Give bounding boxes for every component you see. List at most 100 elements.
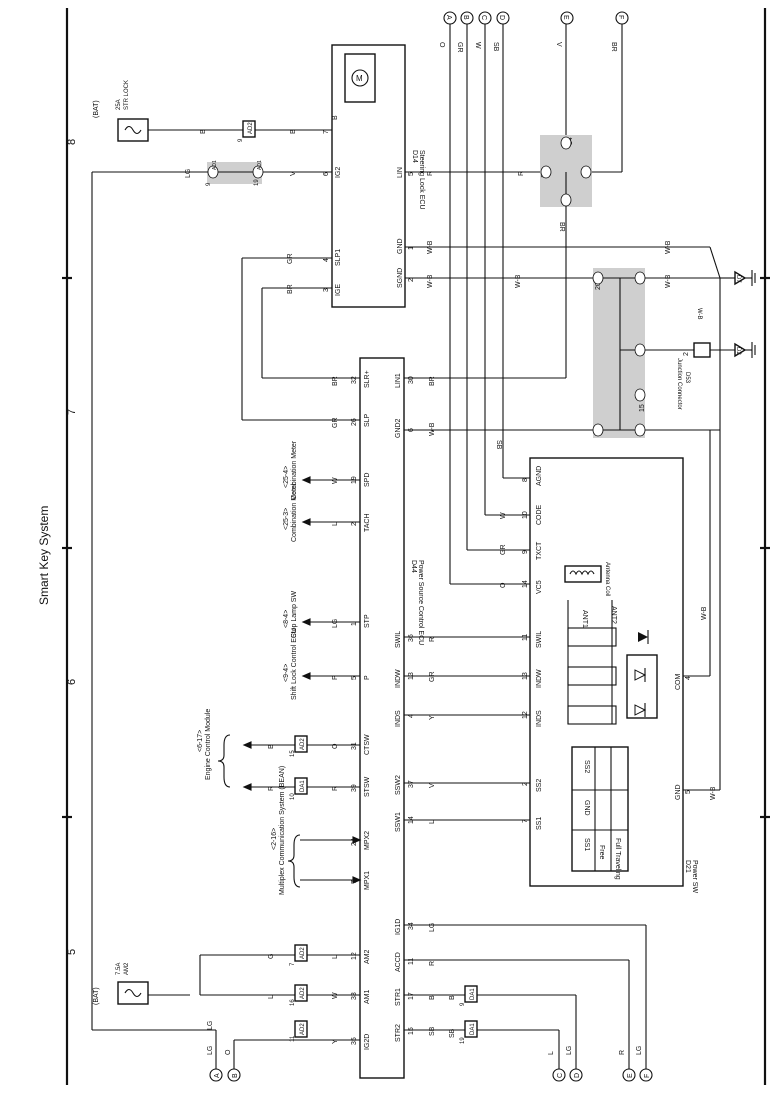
ic-ad2-e: AD2 xyxy=(300,1023,306,1035)
sw-pin-ss2-num: 2 xyxy=(522,782,529,786)
wire-br-out: BR xyxy=(558,222,565,232)
sw-label-gnd: GND xyxy=(583,800,590,816)
pe-pin-spd-num: 19 xyxy=(351,476,358,484)
dest-shift-lock: Shift Lock Control ECU xyxy=(291,628,298,700)
sw-pin-indw: INDW xyxy=(536,669,543,688)
pe-pin-stp-num: 1 xyxy=(351,622,358,626)
steer-pin-ige-num: 3 xyxy=(323,288,330,292)
sw-wire-wb: W-B xyxy=(701,606,708,620)
pe-wire-agnd: SB xyxy=(495,440,502,450)
pe-pin-str1: STR1 xyxy=(395,988,402,1006)
power-ecu-right-wiring xyxy=(404,430,721,1069)
pe-pin-am2: AM2 xyxy=(364,950,371,965)
pe-pin-ig1d: IG1D xyxy=(395,919,402,935)
fuse-am2-element xyxy=(124,988,142,998)
steer-pin-slp1-name: SLP1 xyxy=(335,249,342,266)
junction-pads xyxy=(207,136,646,437)
steer-pin-gnd-name: GND xyxy=(397,238,404,254)
bottom-connector-c: C xyxy=(557,1073,564,1078)
ic-ad2-e-pin: 11 xyxy=(290,1035,296,1042)
power-ecu-right-wires: BR W-B R GR Y V L LG R B SB O GR W SB xyxy=(429,376,507,1036)
sw-pin-com-num: 4 xyxy=(685,676,692,680)
fuse-str-lock-element xyxy=(124,125,142,135)
fuse-str-lock-name: STR LOCK xyxy=(124,80,130,110)
pe-pin-tach-num: 2 xyxy=(351,522,358,526)
pe-pin-gnd2-num: 6 xyxy=(408,428,415,432)
column-marker-6: 6 xyxy=(66,679,78,685)
sw-pin-gnd-num: 5 xyxy=(685,790,692,794)
sw-pin-code: CODE xyxy=(536,504,543,525)
sw-ant1: ANT1 xyxy=(581,610,588,628)
sw-pin-ss1-num: 7 xyxy=(522,819,529,823)
top-wire-d: SB xyxy=(492,42,499,52)
top-wire-f: BR xyxy=(610,42,617,52)
pe-pin-am1: AM1 xyxy=(364,990,371,1005)
column-marker-5: 5 xyxy=(66,949,78,955)
pe-pin-mpx1-num: 7 xyxy=(351,880,358,884)
ground-label-d2: D2 xyxy=(735,347,741,355)
pe-pin-ssw2-num: 37 xyxy=(408,780,415,788)
pe-pin-p: P xyxy=(364,675,371,680)
jpin-7: 15 xyxy=(639,404,646,412)
sw-pin-swil-num: 11 xyxy=(522,634,529,641)
sw-pin-swil: SWIL xyxy=(536,631,543,648)
pe-pin-inds-num: 4 xyxy=(408,714,415,718)
steer-pin-ige-name: IGE xyxy=(335,284,342,296)
pe-wire-am2: L xyxy=(332,955,339,959)
pe-pin-ssw1-num: 14 xyxy=(408,816,415,824)
wire-r-out: R xyxy=(518,171,525,176)
steer-pin-sgnd-name: SGND xyxy=(397,268,404,288)
steer-pin-sgnd-num: 2 xyxy=(408,278,415,282)
pe-wire-stp: LG xyxy=(332,619,339,628)
wire-wb-2: W-B xyxy=(427,274,434,288)
bottom-connector-b: B xyxy=(232,1073,239,1078)
bottom-wire-a: LG xyxy=(207,1046,214,1055)
pe-wire-accd: R xyxy=(429,961,436,966)
pe-wire-str1: B xyxy=(429,995,436,1000)
pe-wire-txct: GR xyxy=(500,545,507,556)
wire-gr-1: GR xyxy=(287,254,294,265)
dest-meter-tach: Combination Meter xyxy=(291,482,298,542)
ground-label-d7: D7 xyxy=(735,275,741,283)
fuse-str-lock-source: (BAT) xyxy=(93,100,100,118)
sw-pin-agnd: AGND xyxy=(536,466,543,486)
fuse-am2-source: (BAT) xyxy=(93,987,100,1005)
pe-pin-ctsw: CTSW xyxy=(364,734,371,755)
pe-wire-swil: R xyxy=(429,637,436,642)
pe-pin-gnd2: GND2 xyxy=(395,418,402,438)
junction-name: Junction Connector xyxy=(676,358,682,410)
bottom-wire-e: R xyxy=(619,1050,626,1055)
sw-pin-txct-num: 9 xyxy=(522,550,529,554)
pe-pin-accd: ACCD xyxy=(395,952,402,972)
pe-wire-slp: GR xyxy=(332,418,339,429)
column-marker-7: 7 xyxy=(66,409,78,415)
bottom-connectors xyxy=(209,1068,653,1082)
pe-wire-ig2d: Y xyxy=(332,1039,339,1044)
sw-pin-com: COM xyxy=(675,674,682,691)
pe-pin-slp: SLP xyxy=(364,413,371,427)
steer-pin-lin-name: LIN xyxy=(397,167,404,178)
pe-wire-str2: SB xyxy=(429,1026,436,1036)
jpin-10: 2 xyxy=(683,352,690,356)
power-ecu-left-pins: SLR+ 32 SLP 26 SPD 19 TACH 2 STP 1 P 5 C… xyxy=(351,370,371,1050)
bottom-connector-f: F xyxy=(644,1074,651,1078)
ic-ad1-b-pin: 19 xyxy=(254,179,260,186)
page-title: Smart Key System xyxy=(37,506,51,605)
pe-pin-spd: SPD xyxy=(364,473,371,487)
pe-wire-stsw: R xyxy=(332,786,339,791)
pe-pin-stp: STP xyxy=(364,614,371,628)
ic-wire-ig2d-lg: LG xyxy=(207,1021,214,1030)
dest-stop-lamp: Stop Lamp SW xyxy=(291,591,298,638)
steering-ecu-name: Steering Lock ECU xyxy=(418,150,425,210)
ic-ad2-c: AD2 xyxy=(300,947,306,959)
pe-wire-indw: GR xyxy=(429,672,436,683)
pe-pin-mpx2-num: 24 xyxy=(351,838,358,846)
dest-ecm: Engine Control Module xyxy=(205,709,212,780)
pe-pin-ig2d: IG2D xyxy=(364,1034,371,1050)
pe-wire-vc5: O xyxy=(500,582,507,588)
sw-pin-vc5: VC5 xyxy=(536,580,543,594)
inline-connector-boxes xyxy=(242,120,478,1038)
wire-ctsw-b: B xyxy=(268,744,275,749)
sw-wire-wb2: W-B xyxy=(710,786,717,800)
